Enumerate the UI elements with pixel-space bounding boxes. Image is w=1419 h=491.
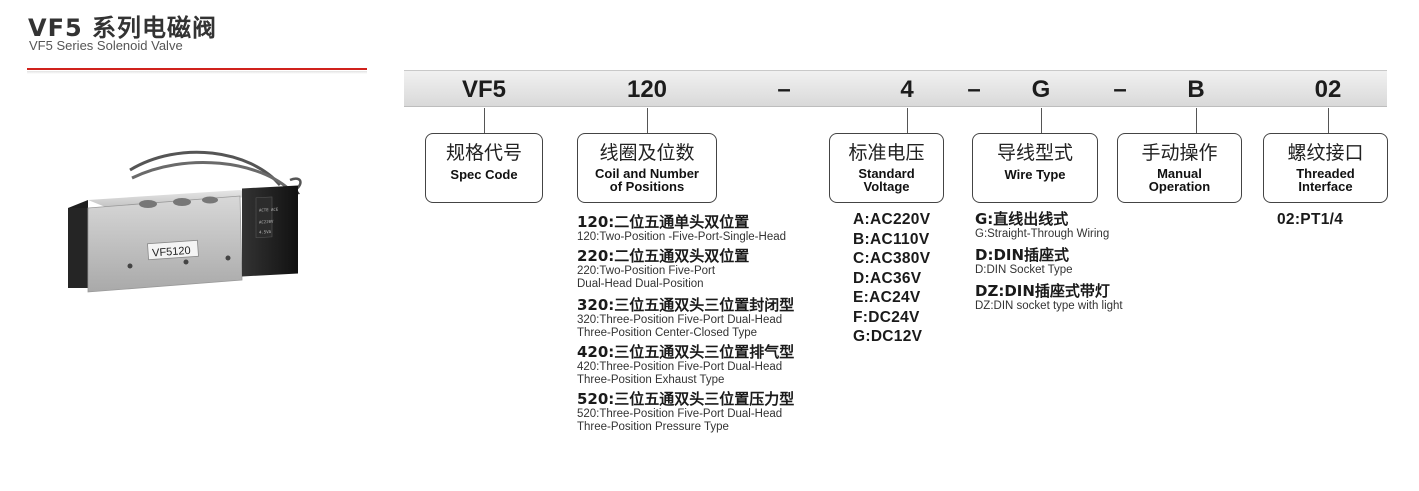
field-box-spec-code: 规格代号 Spec Code [425, 133, 543, 203]
field-label-en: Manual [1157, 166, 1202, 181]
code-segment-manual: B [1187, 76, 1205, 103]
thread-options-list: 02:PT1/4 [1277, 210, 1343, 230]
voltage-options-list: A:AC220V B:AC110V C:AC380V D:AC36V E:AC2… [853, 210, 930, 347]
field-box-wire-type: 导线型式 Wire Type [972, 133, 1098, 203]
wire-options-list: G:直线出线式 G:Straight-Through Wiring D:DIN插… [975, 210, 1123, 313]
title-underline-shadow [27, 71, 367, 74]
field-label-en: Spec Code [450, 167, 518, 182]
field-label-en: Threaded [1296, 166, 1355, 181]
field-box-manual: 手动操作 Manual Operation [1117, 133, 1242, 203]
code-separator: – [967, 76, 981, 103]
field-label-en: of Positions [609, 179, 685, 194]
wire-option-title: D:DIN插座式 [975, 246, 1070, 264]
field-label-cn: 手动操作 [1141, 142, 1218, 164]
connector-line [907, 108, 908, 134]
voltage-option: G:DC12V [853, 328, 923, 345]
field-label-cn: 规格代号 [445, 142, 522, 164]
connector-line [1328, 108, 1329, 134]
svg-text:AC220V: AC220V [259, 219, 274, 225]
coil-option-title: 520:三位五通双头三位置压力型 [577, 390, 795, 408]
coil-option-desc: Three-Position Exhaust Type [577, 374, 725, 386]
voltage-option: A:AC220V [853, 211, 931, 228]
solenoid-valve-illustration: VF5120 ACTE ACE AC220V 4.5VA [68, 150, 302, 293]
voltage-option: B:AC110V [853, 230, 930, 248]
coil-option-title: 120:二位五通单头双位置 [577, 213, 750, 231]
coil-option-desc: Three-Position Center-Closed Type [577, 327, 758, 339]
field-label-en: Voltage [863, 179, 910, 194]
coil-option-desc: Dual-Head Dual-Position [577, 278, 704, 290]
coil-option-desc: 420:Three-Position Five-Port Dual-Head [577, 361, 783, 373]
field-label-en: Wire Type [1004, 167, 1066, 182]
coil-option-desc: 520:Three-Position Five-Port Dual-Head [577, 408, 783, 420]
wire-option-desc: D:DIN Socket Type [975, 264, 1073, 276]
code-segment-series: VF5 [461, 76, 507, 103]
connector-line [1196, 108, 1197, 134]
coil-option-title: 320:三位五通双头三位置封闭型 [577, 296, 795, 314]
svg-text:ACTE ACE: ACTE ACE [259, 207, 279, 213]
wire-option-title: DZ:DIN插座式带灯 [975, 282, 1110, 300]
coil-option-title: 220:二位五通双头双位置 [577, 247, 750, 265]
code-segment-coil: 120 [626, 76, 668, 103]
code-segment-voltage: 4 [900, 76, 914, 103]
connector-line [1041, 108, 1042, 134]
coil-option-desc: 120:Two-Position -Five-Port-Single-Head [577, 231, 787, 243]
voltage-option: F:DC24V [853, 308, 920, 326]
wire-option-desc: DZ:DIN socket type with light [975, 300, 1123, 312]
page-title: VF5 系列电磁阀 [28, 14, 218, 42]
code-segment-thread: 02 [1314, 76, 1342, 103]
connector-line [647, 108, 648, 134]
coil-options-list: 120:二位五通单头双位置 120:Two-Position -Five-Por… [577, 213, 794, 434]
field-label-en: Standard [858, 166, 915, 181]
field-label-cn: 线圈及位数 [599, 142, 695, 164]
field-box-voltage: 标准电压 Standard Voltage [829, 133, 944, 203]
solenoid-valve-image: VF5120 ACTE ACE AC220V 4.5VA [60, 130, 360, 350]
field-label-cn: 导线型式 [996, 142, 1073, 164]
coil-option-desc: 320:Three-Position Five-Port Dual-Head [577, 314, 783, 326]
connector-line [484, 108, 485, 134]
wire-option-title: G:直线出线式 [975, 210, 1069, 228]
svg-text:4.5VA: 4.5VA [259, 229, 272, 235]
code-separator: – [777, 76, 791, 103]
field-label-en: Interface [1298, 179, 1353, 194]
title-underline [27, 68, 367, 70]
voltage-option: E:AC24V [853, 289, 921, 306]
field-label-cn: 螺纹接口 [1287, 142, 1364, 164]
thread-option: 02:PT1/4 [1277, 211, 1344, 228]
coil-option-desc: Three-Position Pressure Type [577, 421, 729, 433]
field-box-thread: 螺纹接口 Threaded Interface [1263, 133, 1388, 203]
voltage-option: C:AC380V [853, 250, 931, 267]
model-code-bar: VF5 120 – 4 – G – B 02 [404, 70, 1387, 107]
code-separator: – [1113, 76, 1127, 103]
coil-option-desc: 220:Two-Position Five-Port [577, 265, 716, 277]
product-label: VF5120 [152, 245, 191, 260]
field-label-en: Operation [1148, 179, 1211, 194]
code-segment-wire: G [1031, 76, 1051, 103]
coil-option-title: 420:三位五通双头三位置排气型 [577, 343, 795, 361]
field-label-cn: 标准电压 [848, 142, 925, 164]
wire-option-desc: G:Straight-Through Wiring [975, 228, 1110, 240]
voltage-option: D:AC36V [853, 269, 922, 287]
field-label-en: Coil and Number [594, 166, 699, 181]
page-subtitle: VF5 Series Solenoid Valve [29, 38, 183, 53]
field-box-coil: 线圈及位数 Coil and Number of Positions [577, 133, 717, 203]
